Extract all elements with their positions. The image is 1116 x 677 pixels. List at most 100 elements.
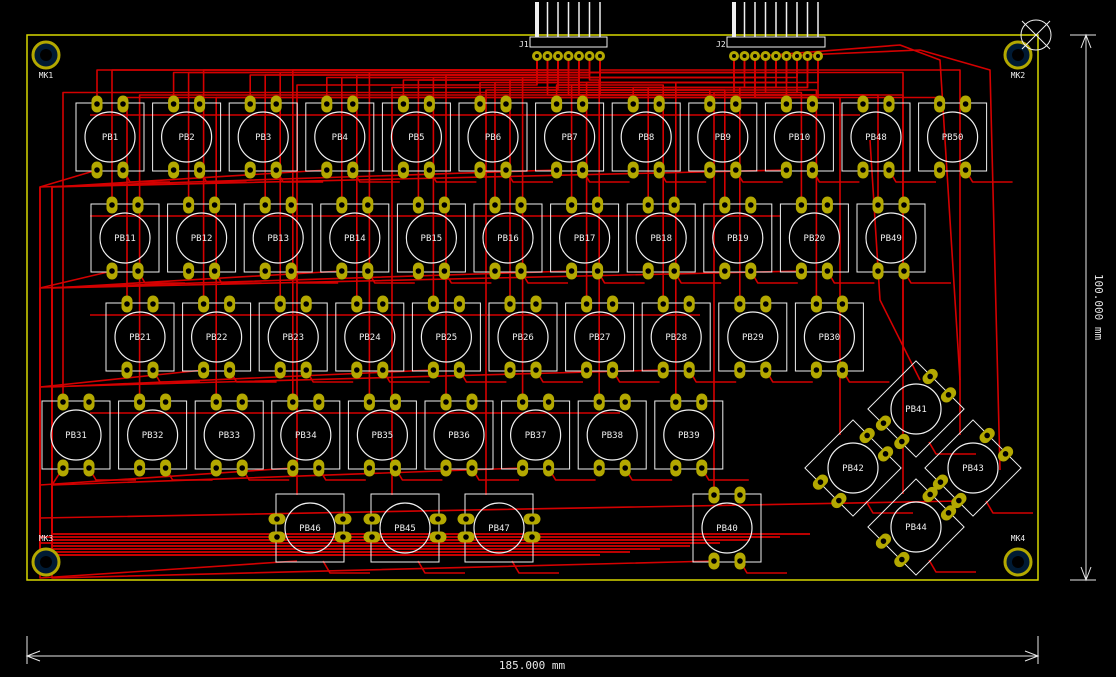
button-pb15: PB15 xyxy=(396,196,466,280)
pad-drill xyxy=(1002,451,1009,457)
pad-drill xyxy=(340,534,346,540)
button-ring xyxy=(650,311,702,363)
pad-drill xyxy=(660,367,666,373)
pad-drill xyxy=(441,268,448,274)
pad-drill xyxy=(443,465,449,471)
button-pb10: PB10 xyxy=(764,95,834,179)
pad-drill xyxy=(354,367,360,373)
trace xyxy=(599,56,961,435)
button-outline xyxy=(804,419,902,517)
button-ring xyxy=(773,111,826,163)
button-ref-label: PB31 xyxy=(65,431,87,441)
pad-drill xyxy=(671,268,677,274)
pad-drill xyxy=(247,167,253,173)
connector-body xyxy=(726,36,826,48)
button-pb22: PB22 xyxy=(182,295,252,379)
button-ref-label: PB40 xyxy=(716,524,738,534)
pad-drill xyxy=(60,399,66,405)
pad-drill xyxy=(415,268,422,274)
pad-drill xyxy=(805,54,810,58)
trace xyxy=(701,467,749,481)
pad-drill xyxy=(579,167,586,173)
pad-drill xyxy=(733,167,739,173)
button-outline xyxy=(841,102,911,172)
pad-drill xyxy=(350,101,356,107)
pad-drill xyxy=(875,202,881,208)
pad-drill xyxy=(1012,49,1024,61)
trace xyxy=(292,56,549,402)
pad-drill xyxy=(369,516,375,522)
trace xyxy=(428,169,477,183)
button-ring xyxy=(390,111,442,163)
trace xyxy=(903,270,951,284)
pad-drill xyxy=(288,268,295,274)
pad-drill xyxy=(519,399,526,405)
pad-drill xyxy=(722,202,728,208)
button-outline xyxy=(75,102,145,172)
button-pb26: PB26 xyxy=(488,295,558,379)
pad-drill xyxy=(817,479,824,485)
pad-drill xyxy=(365,202,371,208)
button-ring xyxy=(433,409,485,461)
button-outline xyxy=(41,400,111,470)
button-pb1: PB1 xyxy=(75,95,145,179)
pad-drill xyxy=(109,202,115,208)
button-ref-label: PB46 xyxy=(299,524,321,534)
button-ring xyxy=(252,212,304,264)
button-pb38: PB38 xyxy=(577,393,647,477)
button-ring xyxy=(663,409,715,461)
pad-drill xyxy=(380,301,386,307)
pad-drill xyxy=(630,167,636,173)
pad-drill xyxy=(507,367,513,373)
pad-drill xyxy=(170,101,177,107)
button-ring xyxy=(237,111,289,163)
button-ref-label: PB41 xyxy=(905,405,927,415)
button-ring xyxy=(586,409,638,461)
pad-drill xyxy=(503,101,509,107)
button-ring xyxy=(509,409,562,461)
pad-drill xyxy=(699,465,705,471)
button-ring xyxy=(280,409,332,461)
button-ring xyxy=(379,502,431,554)
pad-drill xyxy=(290,465,296,471)
pad-drill xyxy=(535,54,539,58)
pad-drill xyxy=(426,101,433,107)
pad-drill xyxy=(583,367,590,373)
pad-drill xyxy=(273,167,280,173)
button-ref-label: PB50 xyxy=(942,133,964,143)
trace xyxy=(775,56,904,494)
pad-drill xyxy=(587,54,592,58)
pad-drill xyxy=(124,367,130,373)
button-outline xyxy=(167,203,237,273)
pad-drill xyxy=(609,301,616,307)
button-ref-label: PB24 xyxy=(359,333,381,343)
trace xyxy=(928,559,976,573)
pad-drill xyxy=(366,465,373,471)
button-ref-label: PB47 xyxy=(488,524,510,534)
pad-drill xyxy=(598,54,602,58)
button-ref-label: PB21 xyxy=(129,333,151,343)
button-outline xyxy=(464,493,534,563)
pad-drill xyxy=(753,54,757,58)
button-ref-label: PB32 xyxy=(142,431,164,441)
button-ref-label: PB25 xyxy=(436,333,458,343)
button-outline xyxy=(577,400,647,470)
button-ring xyxy=(329,212,381,264)
button-pb28: PB28 xyxy=(641,295,711,379)
pad-drill xyxy=(795,54,799,58)
pad-drill xyxy=(809,167,816,173)
button-pb14: PB14 xyxy=(320,196,390,280)
button-ring xyxy=(314,111,366,163)
button-pb21: PB21 xyxy=(105,295,175,379)
pad-drill xyxy=(185,202,192,208)
button-pb11: PB11 xyxy=(90,196,160,280)
button-ring xyxy=(947,442,999,494)
button-outline xyxy=(924,419,1022,517)
pad-drill xyxy=(839,367,846,373)
trace xyxy=(39,500,961,556)
button-ring xyxy=(99,212,151,264)
pad-drill xyxy=(748,202,754,208)
